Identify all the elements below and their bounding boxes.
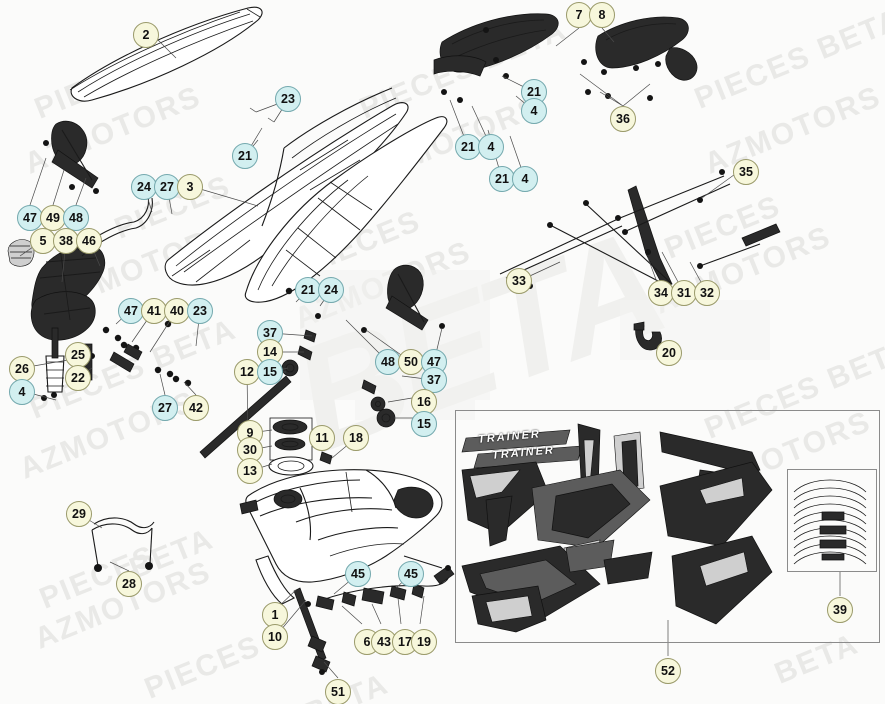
part-tail-support-right: [581, 16, 698, 101]
callout-badge-4[interactable]: 4: [9, 379, 35, 405]
callout-badge-16[interactable]: 16: [411, 389, 437, 415]
callout-badge-42[interactable]: 42: [183, 395, 209, 421]
part-long-rod: [199, 375, 292, 459]
callout-badge-11[interactable]: 11: [309, 425, 335, 451]
callout-badge-34[interactable]: 34: [648, 280, 674, 306]
wheel-sticker-frame: [787, 469, 877, 572]
part-fuel-line-lower: [293, 587, 331, 675]
callout-badge-27[interactable]: 27: [152, 395, 178, 421]
part-hose-clip: [633, 321, 662, 351]
callout-badge-28[interactable]: 28: [116, 571, 142, 597]
callout-badge-46[interactable]: 46: [76, 228, 102, 254]
callout-badge-13[interactable]: 13: [237, 458, 263, 484]
wheel-rim-stickers: [793, 479, 867, 565]
callout-badge-29[interactable]: 29: [66, 501, 92, 527]
callout-badge-52[interactable]: 52: [655, 658, 681, 684]
callout-badge-5[interactable]: 5: [30, 228, 56, 254]
callout-badge-24[interactable]: 24: [131, 174, 157, 200]
callout-badge-21[interactable]: 21: [489, 166, 515, 192]
callout-badge-41[interactable]: 41: [141, 298, 167, 324]
callout-badge-15[interactable]: 15: [411, 411, 437, 437]
callout-badge-23[interactable]: 23: [275, 86, 301, 112]
callout-badge-21[interactable]: 21: [232, 143, 258, 169]
callout-badge-8[interactable]: 8: [589, 2, 615, 28]
callout-badge-2[interactable]: 2: [133, 22, 159, 48]
part-fuel-hose-assembly: [305, 555, 455, 611]
callout-badge-35[interactable]: 35: [733, 159, 759, 185]
callout-badge-3[interactable]: 3: [177, 174, 203, 200]
callout-badge-7[interactable]: 7: [566, 2, 592, 28]
callout-badge-20[interactable]: 20: [656, 340, 682, 366]
callout-badge-21[interactable]: 21: [295, 277, 321, 303]
part-subframe-panel: [244, 87, 448, 303]
part-fuel-cap-stack: [268, 417, 333, 476]
callout-badge-24[interactable]: 24: [318, 277, 344, 303]
callout-badge-10[interactable]: 10: [262, 624, 288, 650]
callout-badge-23[interactable]: 23: [187, 298, 213, 324]
callout-badge-22[interactable]: 22: [65, 365, 91, 391]
callout-badge-18[interactable]: 18: [343, 425, 369, 451]
callout-badge-12[interactable]: 12: [234, 359, 260, 385]
callout-badge-4[interactable]: 4: [521, 98, 547, 124]
part-right-bracket: [315, 264, 445, 333]
callout-badge-32[interactable]: 32: [694, 280, 720, 306]
graphics-kit-parts: [461, 423, 773, 633]
callout-badge-31[interactable]: 31: [671, 280, 697, 306]
callout-badge-50[interactable]: 50: [398, 349, 424, 375]
part-rear-fender: [164, 102, 409, 286]
part-fastener-cluster-left: [102, 320, 192, 387]
callout-badge-19[interactable]: 19: [411, 629, 437, 655]
callout-badge-45[interactable]: 45: [345, 561, 371, 587]
callout-badge-4[interactable]: 4: [512, 166, 538, 192]
callout-badge-45[interactable]: 45: [398, 561, 424, 587]
part-fuel-pump-assembly: [7, 195, 153, 401]
graphics-kit-frame: [455, 410, 880, 643]
part-tail-support-left: [433, 13, 559, 103]
callout-badge-47[interactable]: 47: [17, 205, 43, 231]
callout-badge-51[interactable]: 51: [325, 679, 351, 704]
part-fuel-tank: [239, 469, 443, 605]
part-harness-network: [499, 169, 781, 289]
callout-badge-49[interactable]: 49: [40, 205, 66, 231]
callout-badge-36[interactable]: 36: [610, 106, 636, 132]
callout-badge-48[interactable]: 48: [63, 205, 89, 231]
callout-badge-15[interactable]: 15: [257, 359, 283, 385]
part-wire-guard: [91, 517, 155, 572]
callout-badge-4[interactable]: 4: [478, 134, 504, 160]
callout-badge-37[interactable]: 37: [421, 367, 447, 393]
callout-badge-39[interactable]: 39: [827, 597, 853, 623]
callout-badge-33[interactable]: 33: [506, 268, 532, 294]
callout-badge-25[interactable]: 25: [65, 342, 91, 368]
callout-badge-43[interactable]: 43: [371, 629, 397, 655]
part-seat: [69, 6, 263, 102]
part-left-bracket-upper: [43, 120, 99, 194]
